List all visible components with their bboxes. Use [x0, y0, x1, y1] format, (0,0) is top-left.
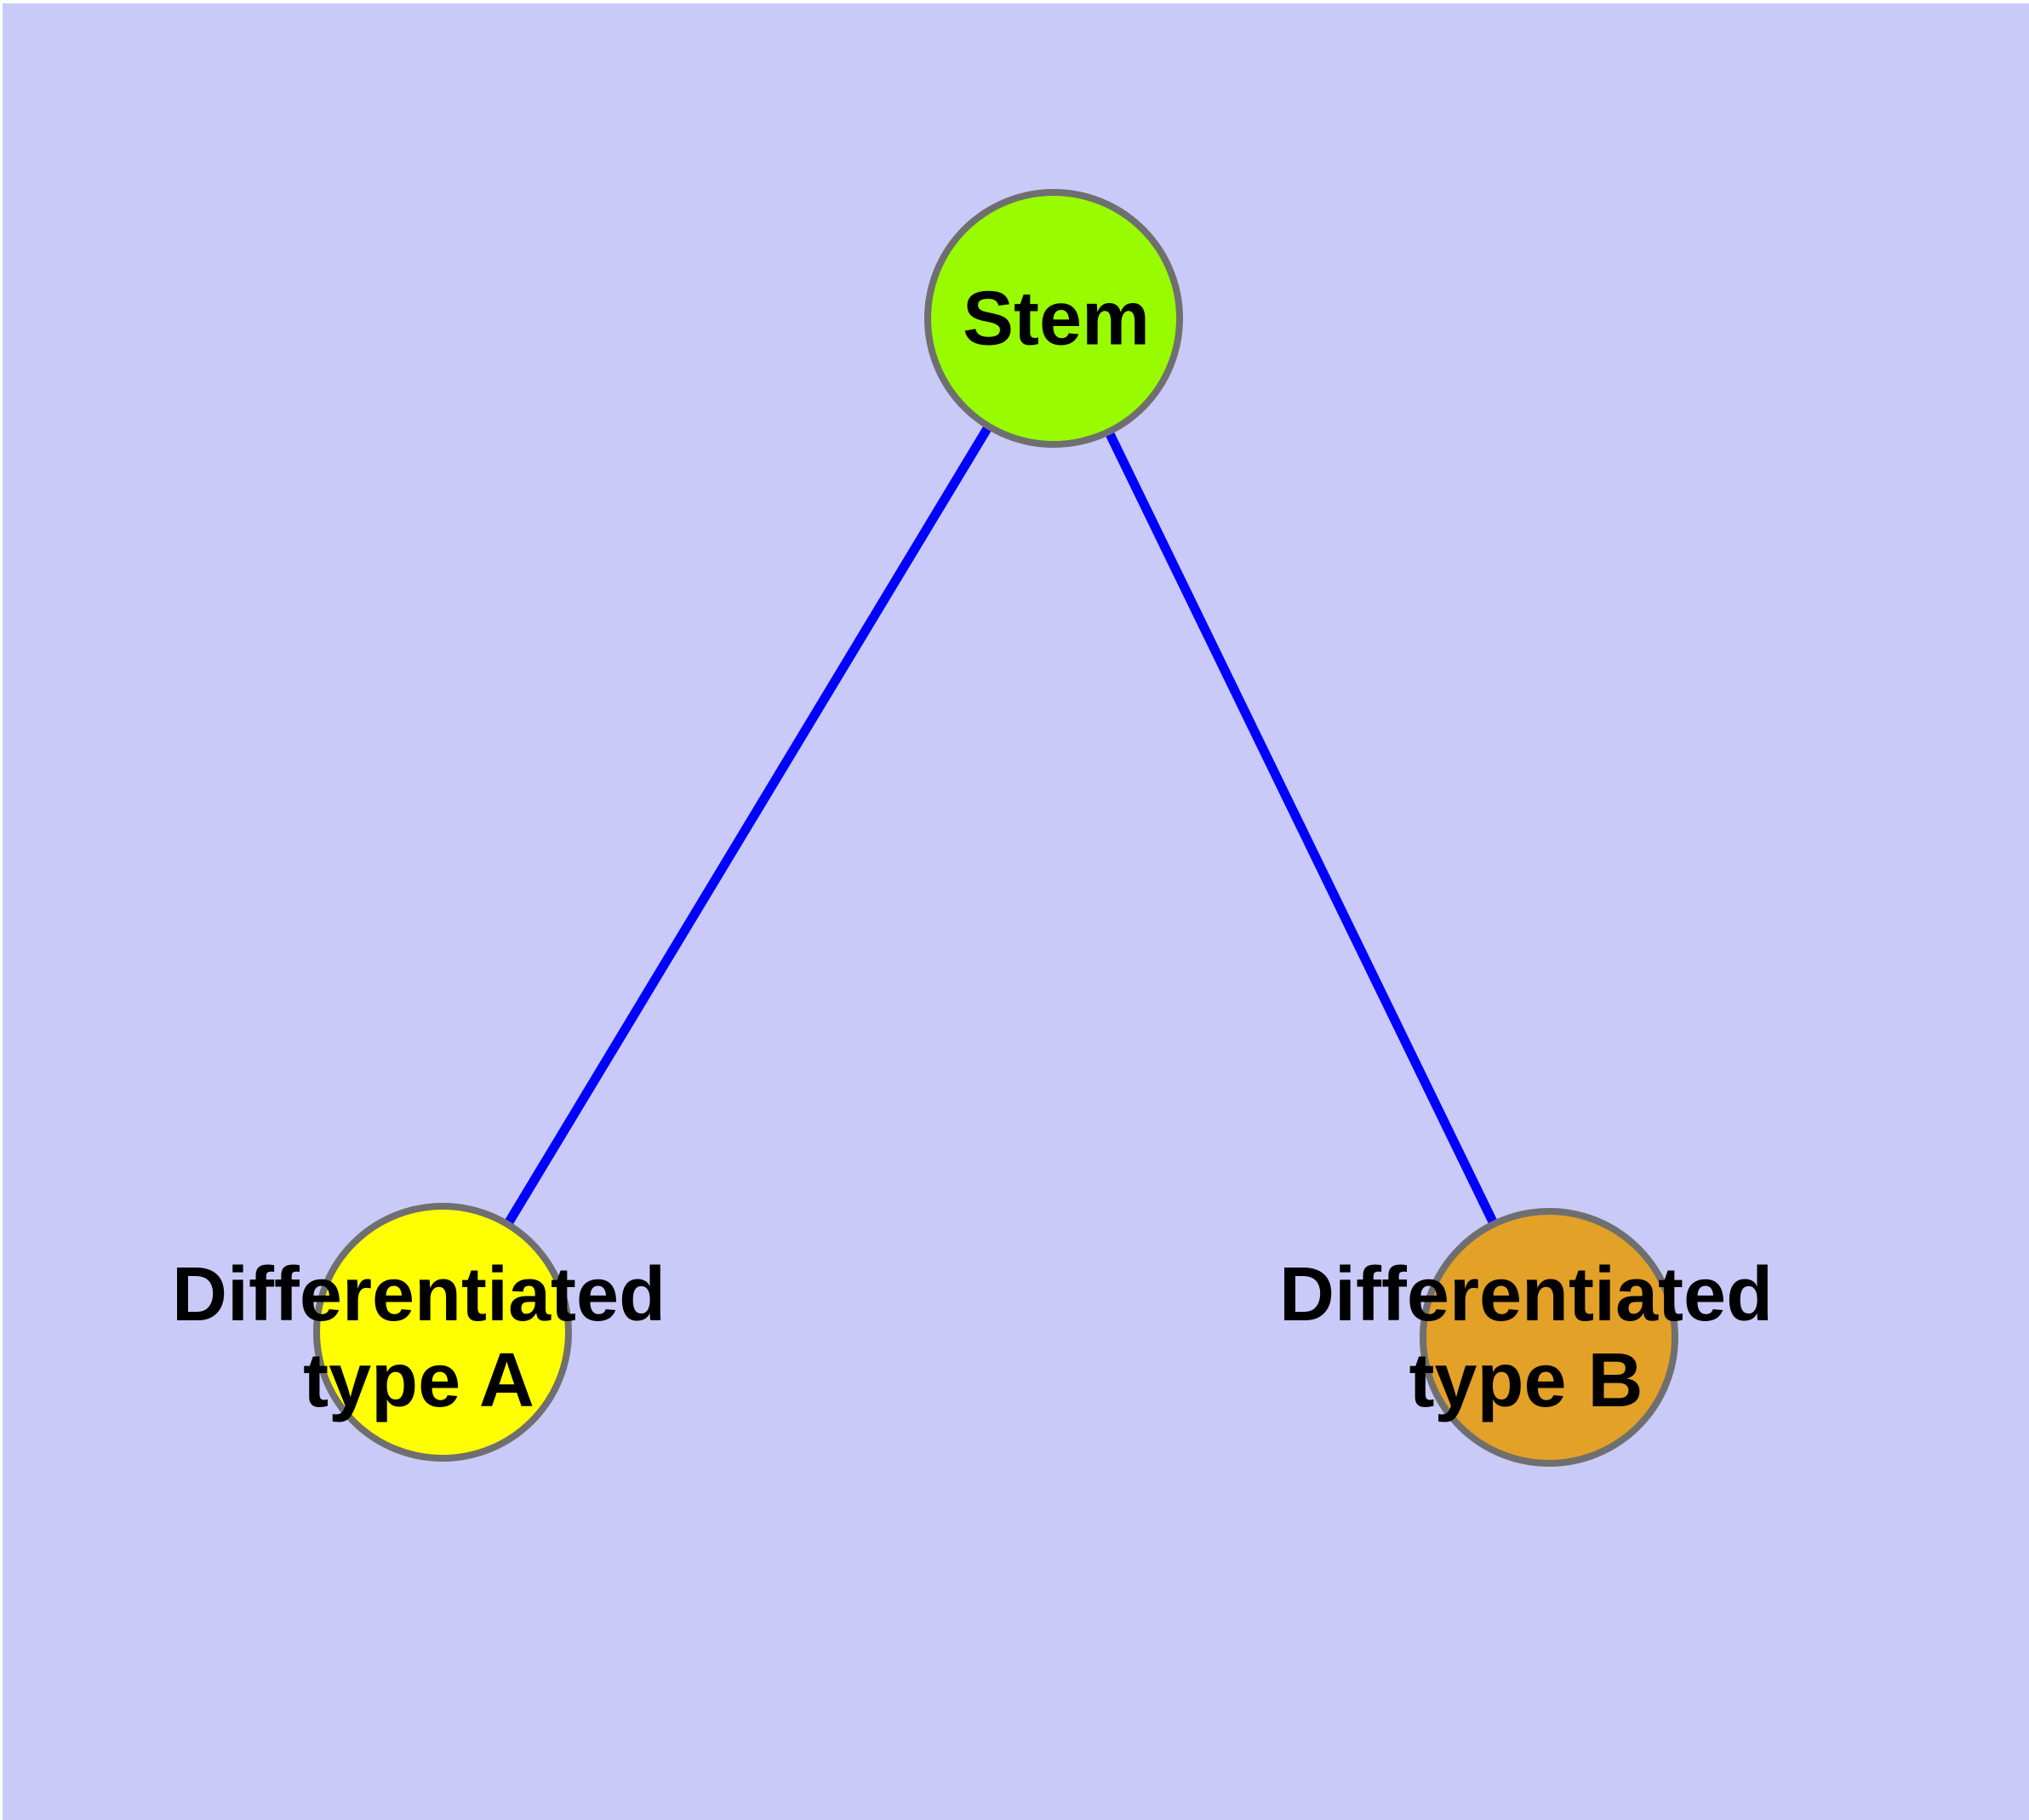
- edge-stem-to-typeA: [438, 316, 1058, 1335]
- node-differentiated-type-b[interactable]: [1420, 1208, 1678, 1467]
- node-label-differentiated-type-a: Differentiated type A: [171, 1252, 666, 1423]
- node-stem[interactable]: [924, 189, 1183, 448]
- node-label-stem: Stem: [962, 276, 1151, 362]
- node-label-differentiated-type-b: Differentiated type B: [1278, 1252, 1774, 1423]
- node-differentiated-type-a[interactable]: [313, 1203, 572, 1462]
- edge-stem-to-typeB: [1049, 316, 1553, 1340]
